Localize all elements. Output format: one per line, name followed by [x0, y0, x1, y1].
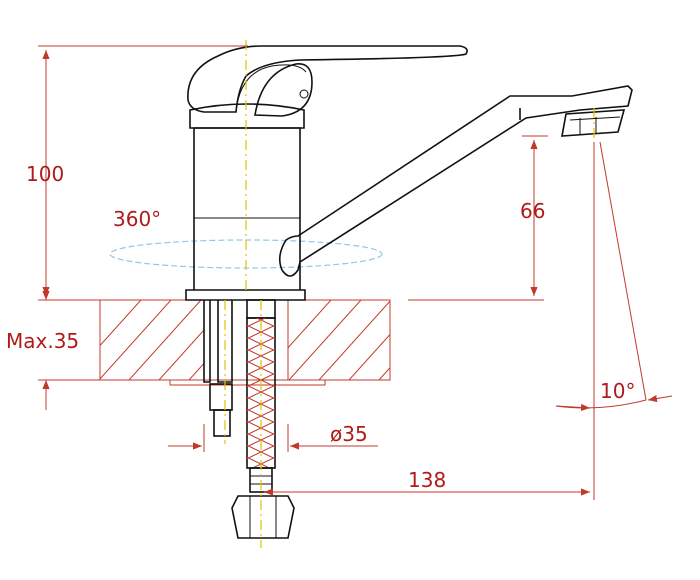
lever-handle: [187, 45, 468, 117]
dimension-label-hole-diameter: ø35: [330, 422, 368, 446]
dimension-label-reach: 138: [408, 468, 446, 492]
spout: [278, 85, 633, 277]
slab-right-hatching: [288, 300, 390, 380]
dimension-label-spout-height: 66: [520, 199, 545, 223]
slab-left-hatching: [100, 300, 204, 380]
dimension-spout-angle: [555, 141, 673, 412]
dimension-label-rotation: 360°: [113, 207, 161, 231]
dimension-spout-height: [408, 135, 548, 301]
dimension-hole-diameter: [168, 424, 378, 452]
supply-hose: [231, 299, 295, 539]
dimension-reach: [264, 142, 595, 500]
dimension-label-total-height: 100: [26, 162, 64, 186]
dimension-label-max-thickness: Max.35: [6, 329, 79, 353]
dimension-max-thickness: [38, 270, 100, 410]
threaded-rod: [203, 300, 233, 437]
dimension-total-height: [38, 45, 248, 301]
dimension-label-spout-angle: 10°: [600, 379, 635, 403]
